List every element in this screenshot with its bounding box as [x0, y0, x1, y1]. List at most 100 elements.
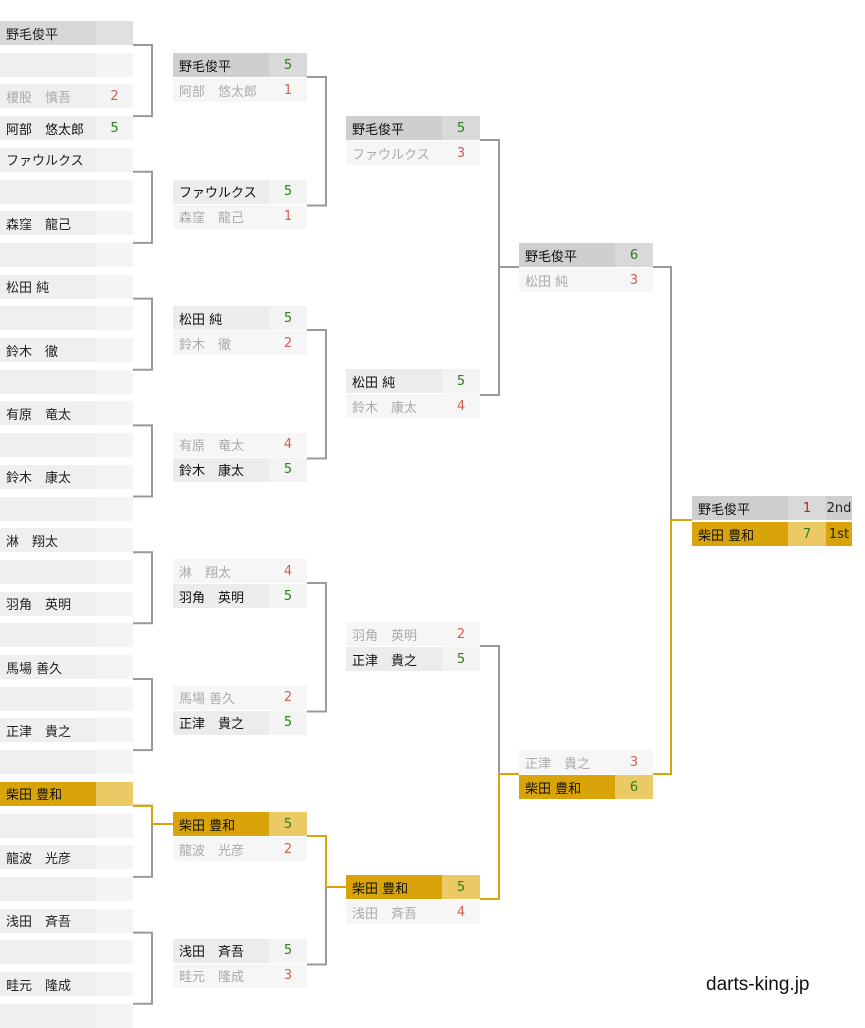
player-score: 6	[615, 775, 653, 799]
player-name	[0, 559, 96, 584]
player-name	[0, 813, 96, 838]
player-score: 1	[283, 209, 293, 224]
player-score	[96, 338, 133, 362]
player-slot	[0, 179, 133, 204]
player-name: 羽角 英明	[0, 591, 96, 616]
placement-label: 2nd	[826, 496, 852, 520]
player-slot	[0, 623, 133, 648]
player-name: 柴田 豊和	[346, 875, 442, 899]
watermark: darts-king.jp	[706, 974, 810, 995]
player-name: 畦元 隆成	[0, 972, 96, 996]
player-score: 7	[788, 522, 826, 546]
player-name: ファウルクス	[173, 179, 269, 204]
player-slot	[0, 242, 133, 267]
player-slot: ファウルクス	[0, 147, 133, 172]
player-name: 野毛俊平	[0, 21, 96, 45]
player-name: 松田 純	[346, 369, 442, 393]
player-score	[96, 401, 133, 426]
player-score: 3	[629, 754, 639, 770]
player-slot: 鈴木 康太	[0, 464, 133, 489]
player-slot: 鈴木 徹	[0, 338, 133, 362]
player-name: 畦元 隆成	[179, 970, 245, 985]
player-score	[96, 655, 133, 679]
bracket-connector	[133, 297, 153, 371]
player-slot: 柴田 豊和	[0, 781, 133, 806]
bracket-connector	[133, 931, 153, 1005]
player-name: 羽角 英明	[352, 628, 418, 644]
bracket-connector	[133, 804, 173, 825]
player-score: 4	[283, 563, 293, 579]
player-score	[96, 686, 133, 711]
bracket-connector	[480, 139, 500, 396]
player-name: 正津 貴之	[346, 647, 442, 671]
player-score: 3	[456, 145, 466, 161]
player-name: 浅田 斉吾	[173, 938, 269, 963]
player-score: 5	[269, 457, 307, 482]
bracket-connector	[653, 266, 672, 520]
player-name	[0, 1003, 96, 1028]
player-name: 鈴木 徹	[0, 338, 96, 362]
player-name: 柴田 豊和	[0, 781, 96, 806]
player-slot	[0, 496, 133, 521]
player-score	[96, 876, 133, 901]
bracket-connector	[133, 424, 153, 498]
bracket-connector	[307, 76, 327, 207]
player-name: 正津 貴之	[173, 710, 269, 735]
player-score: 1	[283, 82, 293, 98]
player-name: ファウルクス	[352, 147, 430, 163]
player-name: 阿部 悠太郎	[179, 84, 258, 100]
player-slot: 森窪 龍己 1	[173, 204, 307, 229]
player-score	[96, 940, 133, 965]
player-name: 鈴木 康太	[352, 400, 418, 416]
bracket-connector	[307, 835, 346, 888]
player-name: 松田 純	[173, 306, 269, 330]
player-score: 2	[283, 335, 293, 351]
player-name: 馬場 善久	[0, 655, 96, 679]
player-name	[0, 496, 96, 521]
player-name	[0, 369, 96, 394]
player-name: 有原 竜太	[179, 439, 245, 454]
player-name: 有原 竜太	[0, 401, 96, 426]
player-name: 浅田 斉吾	[352, 906, 418, 922]
player-name: 阿部 悠太郎	[0, 116, 96, 141]
player-score: 2	[96, 84, 133, 109]
player-score: 5	[442, 875, 480, 899]
player-score	[96, 845, 133, 870]
player-slot	[0, 686, 133, 711]
player-score: 2	[283, 690, 293, 705]
player-score	[96, 559, 133, 584]
player-name: 森窪 龍己	[179, 211, 245, 226]
player-name: 榎股 慎吾	[0, 84, 96, 109]
player-score: 5	[269, 938, 307, 963]
player-name	[0, 242, 96, 267]
player-score	[96, 274, 133, 299]
player-score: 4	[456, 398, 466, 414]
player-score	[96, 528, 133, 553]
player-score: 3	[283, 968, 293, 983]
player-score	[96, 591, 133, 616]
player-name: 柴田 豊和	[692, 522, 788, 546]
bracket-connector	[133, 170, 153, 244]
player-slot: ファウルクス 3	[346, 141, 480, 165]
player-score: 6	[615, 243, 653, 267]
player-slot	[0, 433, 133, 458]
player-name: 鈴木 康太	[173, 457, 269, 482]
player-slot: 野毛俊平	[0, 21, 133, 45]
player-score: 5	[269, 812, 307, 836]
player-slot	[0, 940, 133, 965]
